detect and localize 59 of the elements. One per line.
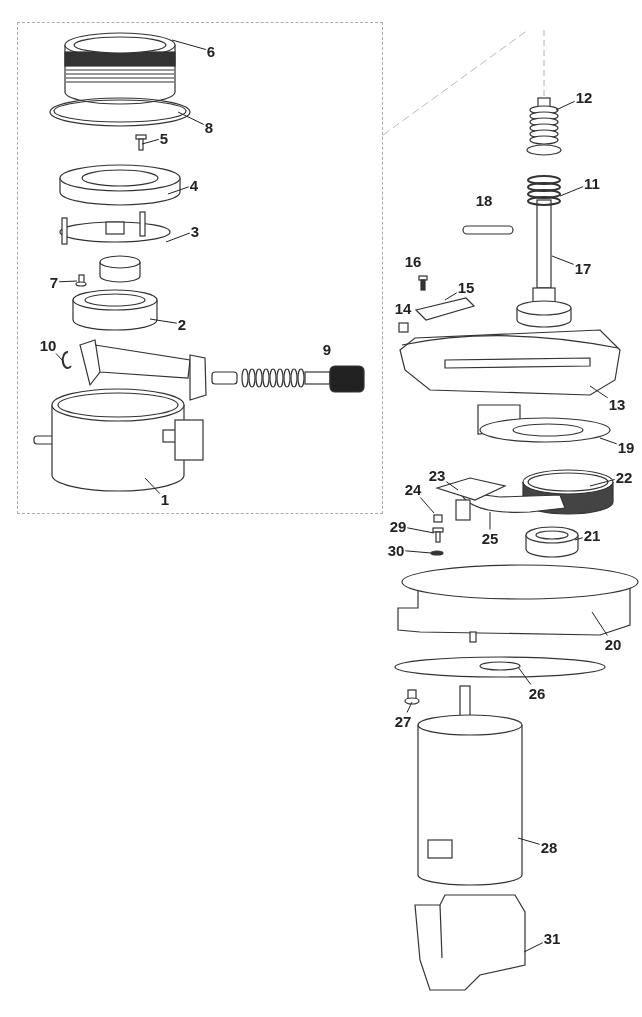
- leader-line: [574, 537, 584, 541]
- leader-line: [419, 497, 435, 514]
- callout-number: 16: [404, 253, 422, 269]
- leader-line: [517, 666, 532, 685]
- callout-number: 14: [394, 300, 412, 316]
- callout-number: 25: [481, 530, 499, 546]
- leader-line: [171, 39, 207, 50]
- callout-number: 8: [204, 119, 214, 135]
- leader-line: [165, 232, 191, 243]
- callout-number: 18: [475, 192, 493, 208]
- leader-line: [406, 701, 413, 713]
- callout-number: 30: [387, 542, 405, 558]
- leader-line: [149, 318, 178, 324]
- callout-number: 3: [190, 223, 200, 239]
- callout-number: 26: [528, 685, 546, 701]
- callout-number: 24: [404, 481, 422, 497]
- callout-number: 22: [615, 469, 633, 485]
- dashed-frame: [17, 22, 383, 514]
- callout-number: 20: [604, 636, 622, 652]
- leader-line: [599, 437, 618, 445]
- callout-number: 7: [49, 274, 59, 290]
- callout-number: 23: [428, 467, 446, 483]
- callout-number: 1: [160, 491, 170, 507]
- callout-number: 11: [584, 175, 600, 191]
- callout-number: 17: [574, 260, 592, 276]
- callout-number: 2: [177, 316, 187, 332]
- leader-line: [591, 611, 608, 636]
- leader-line: [444, 292, 458, 301]
- callout-number: 21: [583, 527, 601, 543]
- callout-number: 27: [394, 713, 412, 729]
- callout-number: 13: [608, 396, 626, 412]
- leader-line: [551, 255, 575, 265]
- leader-line: [55, 353, 65, 363]
- leader-line: [489, 511, 491, 530]
- callout-number: 15: [457, 279, 475, 295]
- leader-line: [58, 280, 78, 283]
- leader-line: [559, 186, 584, 197]
- callout-number: 31: [543, 930, 561, 946]
- callout-number: 28: [540, 839, 558, 855]
- leader-line: [517, 837, 541, 845]
- callout-number: 6: [206, 43, 216, 59]
- callout-number: 4: [189, 177, 199, 193]
- leader-line: [406, 527, 435, 534]
- leader-line: [445, 481, 459, 491]
- leader-line: [144, 477, 161, 495]
- leader-line: [555, 100, 576, 111]
- leader-line: [589, 385, 609, 399]
- leader-line: [177, 111, 205, 125]
- callout-number: 12: [575, 89, 593, 105]
- leader-line: [523, 942, 544, 953]
- leader-line: [141, 138, 160, 145]
- leader-line: [167, 186, 190, 195]
- callout-number: 19: [617, 439, 635, 455]
- callout-number: 10: [39, 337, 57, 353]
- leader-line: [589, 479, 616, 487]
- callout-number: 29: [389, 518, 407, 534]
- leader-line: [404, 550, 432, 554]
- callout-number: 9: [322, 341, 332, 357]
- callout-number: 5: [159, 130, 169, 146]
